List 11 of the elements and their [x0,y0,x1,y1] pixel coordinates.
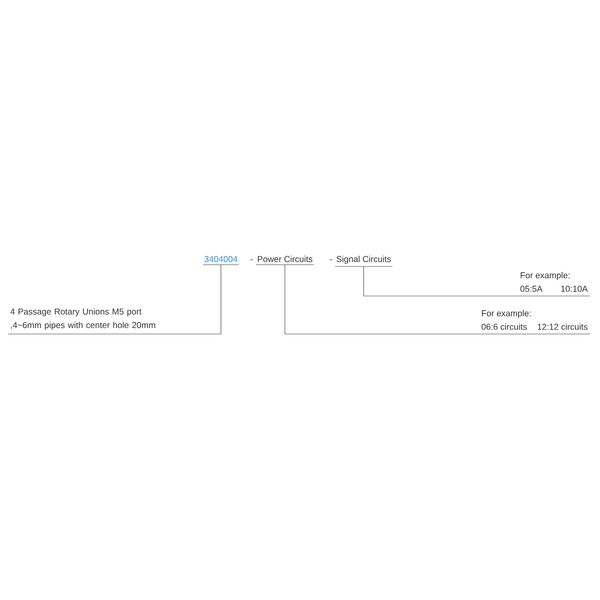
separator-dash: - [330,259,332,260]
code-segment: Signal Circuits [334,256,393,267]
description-text: 4 Passage Rotary Unions M5 port ,4~6mm pipes with center hole 20mm [10,308,156,330]
example-text: For example: 06:6 circuits 12:12 circuits [482,310,588,330]
leader-line [8,264,222,334]
leader-line [363,266,590,296]
code-segment: Power Circuits [256,256,314,266]
code-segment: 3404004 [202,256,240,266]
separator-dash: - [250,259,253,260]
leader-line [284,264,590,334]
example-text: For example: 05:5A 10:10A [520,272,588,292]
